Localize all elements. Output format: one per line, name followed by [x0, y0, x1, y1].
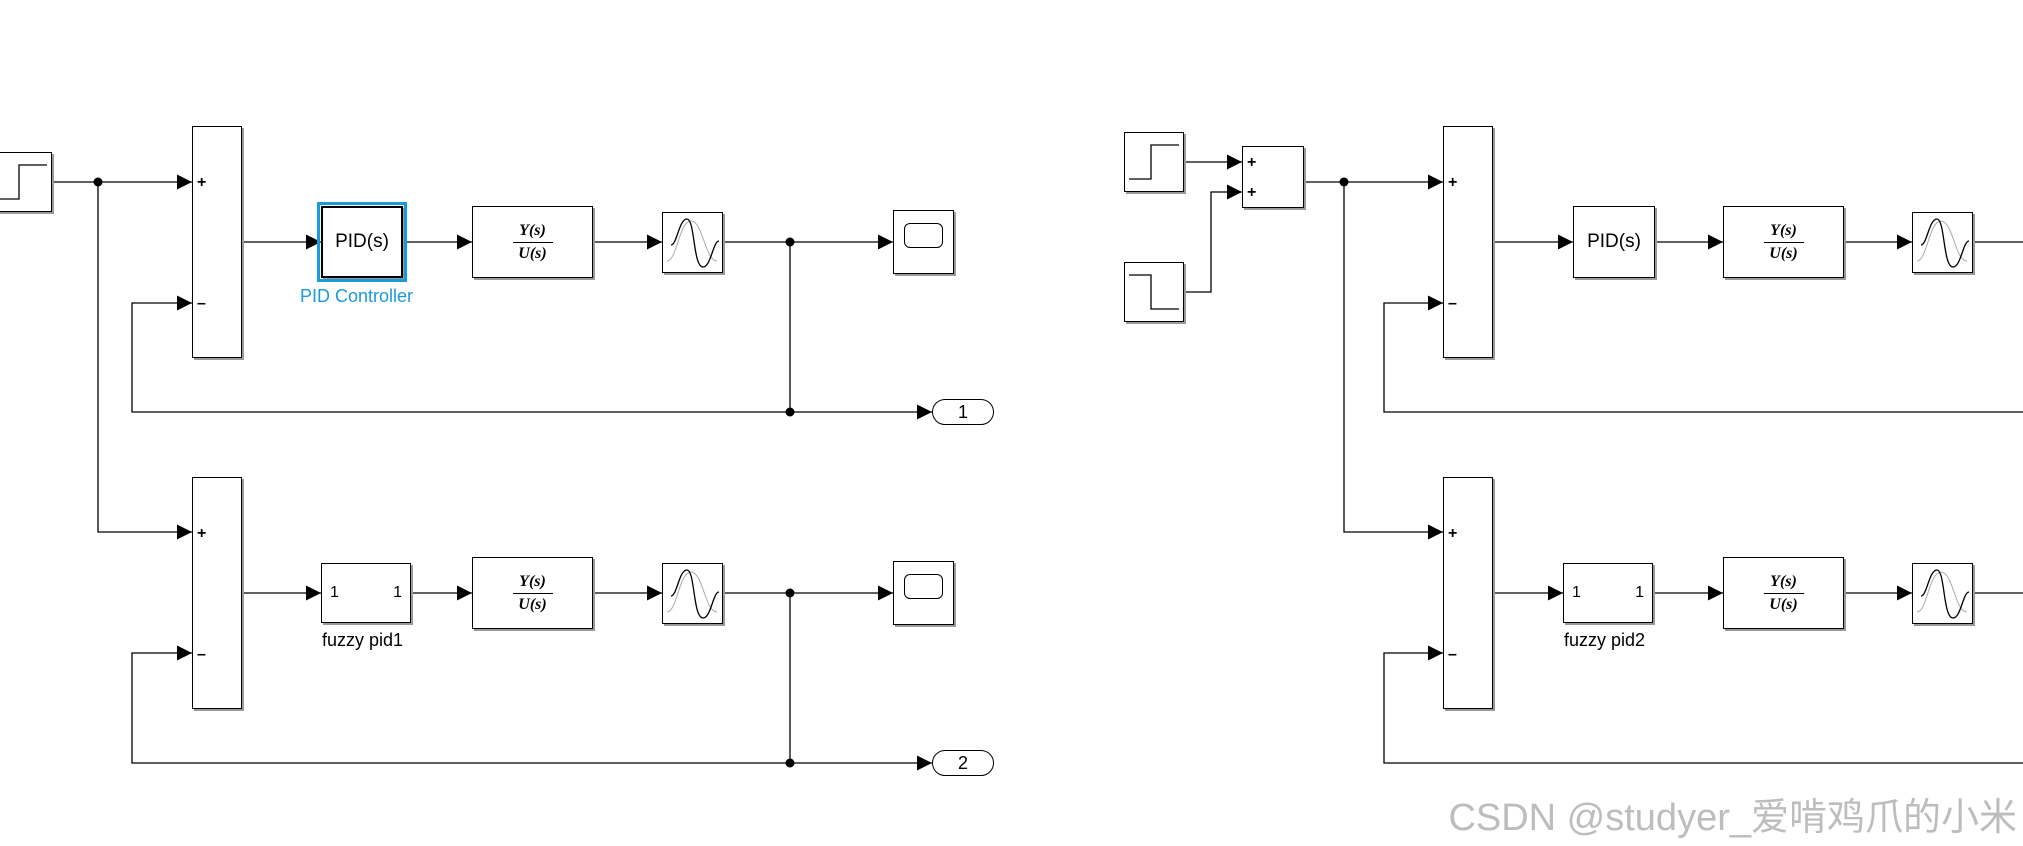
nonlinear-block-upper[interactable] — [662, 212, 723, 273]
step-icon — [1129, 144, 1179, 180]
nonlinear-block-upper-right[interactable] — [1912, 212, 1973, 273]
subsystem-in-port: 1 — [1572, 584, 1581, 601]
tf-denominator: U(s) — [518, 595, 547, 613]
sum-sign-minus: – — [197, 646, 206, 663]
nonlinear-icon — [1916, 569, 1970, 619]
tf-fraction-bar — [512, 592, 553, 594]
step-source-up[interactable] — [1124, 132, 1184, 192]
nonlinear-block-lower[interactable] — [662, 563, 723, 624]
tf-denominator: U(s) — [518, 244, 547, 262]
step-source-down[interactable] — [1124, 262, 1184, 322]
tf-numerator: Y(s) — [1770, 572, 1797, 590]
tf-numerator: Y(s) — [519, 221, 546, 239]
sum-block-upper-right[interactable]: + – — [1443, 126, 1493, 358]
nonlinear-icon — [666, 569, 720, 619]
nonlinear-icon — [666, 218, 720, 268]
scope-screen-icon — [904, 223, 943, 248]
pid-controller-label: PID Controller — [300, 286, 414, 306]
fuzzy-pid-subsystem-2[interactable]: 1 1 — [1563, 563, 1653, 623]
subsystem-out-port: 1 — [393, 584, 402, 601]
sum-block-upper[interactable]: + – — [192, 126, 242, 358]
fuzzy-pid-subsystem-1[interactable]: 1 1 — [321, 563, 411, 623]
sum-sign-minus: – — [1448, 295, 1457, 312]
tf-fraction-bar — [512, 241, 553, 243]
scope-block-lower[interactable] — [893, 561, 954, 625]
sum-sign-plus: + — [1247, 154, 1257, 171]
sum-block-lower-right[interactable]: + – — [1443, 477, 1493, 709]
step-down-icon — [1129, 274, 1179, 310]
fuzzy-pid2-label: fuzzy pid2 — [1564, 630, 1646, 650]
outport-2[interactable]: 2 — [932, 750, 994, 776]
transfer-function-block-upper-right[interactable]: Y(s) U(s) — [1723, 206, 1844, 278]
tf-numerator: Y(s) — [519, 572, 546, 590]
outport-1[interactable]: 1 — [932, 399, 994, 425]
transfer-function-block-lower-right[interactable]: Y(s) U(s) — [1723, 557, 1844, 629]
tf-denominator: U(s) — [1769, 244, 1798, 262]
input-sum-block[interactable]: + + — [1242, 146, 1304, 208]
step-icon — [0, 164, 47, 200]
pid-controller-block[interactable]: PID(s) — [317, 202, 407, 282]
sum-block-lower[interactable]: + – — [192, 477, 242, 709]
sum-sign-plus: + — [1247, 184, 1257, 201]
nonlinear-block-lower-right[interactable] — [1912, 563, 1973, 624]
step-source[interactable] — [0, 152, 52, 212]
scope-screen-icon — [904, 574, 943, 599]
watermark: CSDN @studyer_爱啃鸡爪的小米 — [1448, 797, 2017, 839]
tf-fraction-bar — [1763, 241, 1804, 243]
sum-sign-plus: + — [1448, 525, 1458, 542]
subsystem-in-port: 1 — [330, 584, 339, 601]
scope-block-upper[interactable] — [893, 210, 954, 274]
fuzzy-pid1-label: fuzzy pid1 — [322, 630, 404, 650]
sum-sign-minus: – — [197, 295, 206, 312]
nonlinear-icon — [1916, 218, 1970, 268]
transfer-function-block-upper[interactable]: Y(s) U(s) — [472, 206, 593, 278]
tf-denominator: U(s) — [1769, 595, 1798, 613]
tf-fraction-bar — [1763, 592, 1804, 594]
subsystem-out-port: 1 — [1635, 584, 1644, 601]
sum-sign-plus: + — [197, 525, 207, 542]
pid-controller-block-right[interactable]: PID(s) — [1573, 206, 1655, 278]
sum-sign-minus: – — [1448, 646, 1457, 663]
sum-sign-plus: + — [1448, 174, 1458, 191]
tf-numerator: Y(s) — [1770, 221, 1797, 239]
transfer-function-block-lower[interactable]: Y(s) U(s) — [472, 557, 593, 629]
sum-sign-plus: + — [197, 174, 207, 191]
